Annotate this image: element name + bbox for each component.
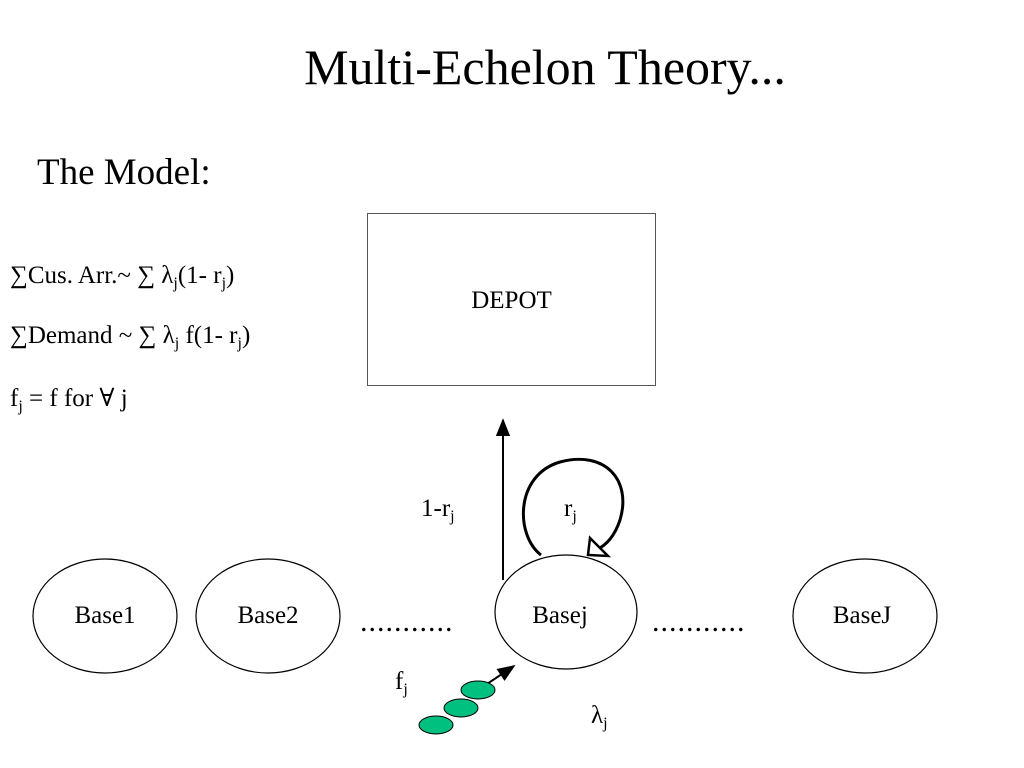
page-title: Multi-Echelon Theory...: [304, 39, 786, 95]
basej-node: [494, 554, 638, 670]
base2-label: Base2: [237, 602, 299, 629]
base1-label: Base1: [74, 602, 136, 629]
base2-node: [195, 558, 341, 674]
depot-box: [367, 213, 656, 386]
failure-label: fj: [395, 668, 408, 698]
to-depot-label: 1-rj: [421, 495, 455, 525]
arrival-label: λj: [591, 702, 608, 732]
baseJ-label: BaseJ: [832, 602, 892, 629]
baseJ-node: [792, 558, 938, 674]
base1-node: [32, 558, 178, 674]
customer-arrivals-equation: ∑Cus. Arr.~ ∑ λj(1- rj): [10, 262, 235, 292]
failure-rate-equation: fj = f for ∀ j: [10, 385, 128, 415]
repair-loop-arrowhead: [586, 535, 612, 558]
failure-unit-dot: [443, 698, 479, 718]
repair-loop-arrow: [521, 457, 625, 557]
demand-equation: ∑Demand ~ ∑ λj f(1- rj): [10, 322, 251, 352]
basej-label: Basej: [532, 602, 588, 629]
section-subtitle: The Model:: [37, 152, 211, 193]
failure-unit-dot: [460, 680, 496, 700]
repair-loop-label: rj: [564, 495, 577, 525]
depot-label: DEPOT: [471, 287, 552, 314]
ellipsis-right: ...........: [652, 605, 746, 638]
failure-unit-dot: [418, 715, 454, 735]
ellipsis-left: ...........: [360, 605, 454, 638]
